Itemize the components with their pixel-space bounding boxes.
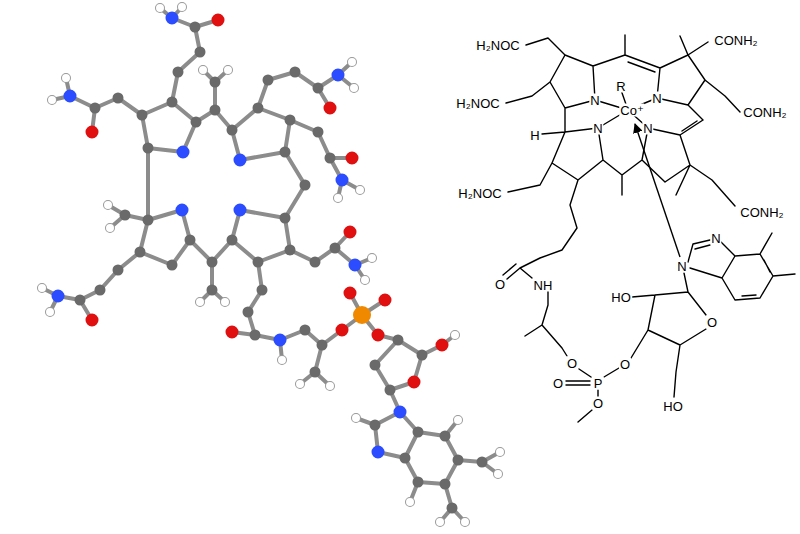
atom-label: O [566,357,578,370]
atom-label: R [615,80,626,93]
atom-label: CONH₂ [739,206,784,219]
atom-label: O [706,316,718,329]
atom-label: N [592,122,603,135]
atom-label: O [552,377,564,390]
oxygen-atoms [92,20,442,382]
atom-label: N [676,260,687,273]
atom-label: N [710,232,721,245]
coordination-arrow [635,124,680,257]
atom-label: CONH₂ [742,106,787,119]
carbon-atoms [80,27,482,508]
atom-label: CONH₂ [713,34,758,47]
hydrogen-atoms [42,7,500,522]
atom-label: N [642,122,653,135]
bond-sticks [42,7,500,522]
hydrogen-atoms-outline [42,7,500,522]
atom-label: H₂NOC [457,187,502,200]
atom-label: N [589,94,600,107]
atom-label: HO [610,291,632,304]
atom-label: O [592,397,604,410]
atom-label: O [494,278,506,291]
atom-label: P [593,377,604,390]
atom-label: H₂NOC [475,39,520,52]
atom-label: HO [662,400,684,413]
atom-label: N [651,92,662,105]
atom-label: O [619,358,631,371]
atom-label: NH [533,279,554,292]
atom-label: Co⁺ [619,104,644,117]
atom-label: H [529,129,540,142]
bond-lines [503,35,795,422]
atom-label: H₂NOC [455,97,500,110]
